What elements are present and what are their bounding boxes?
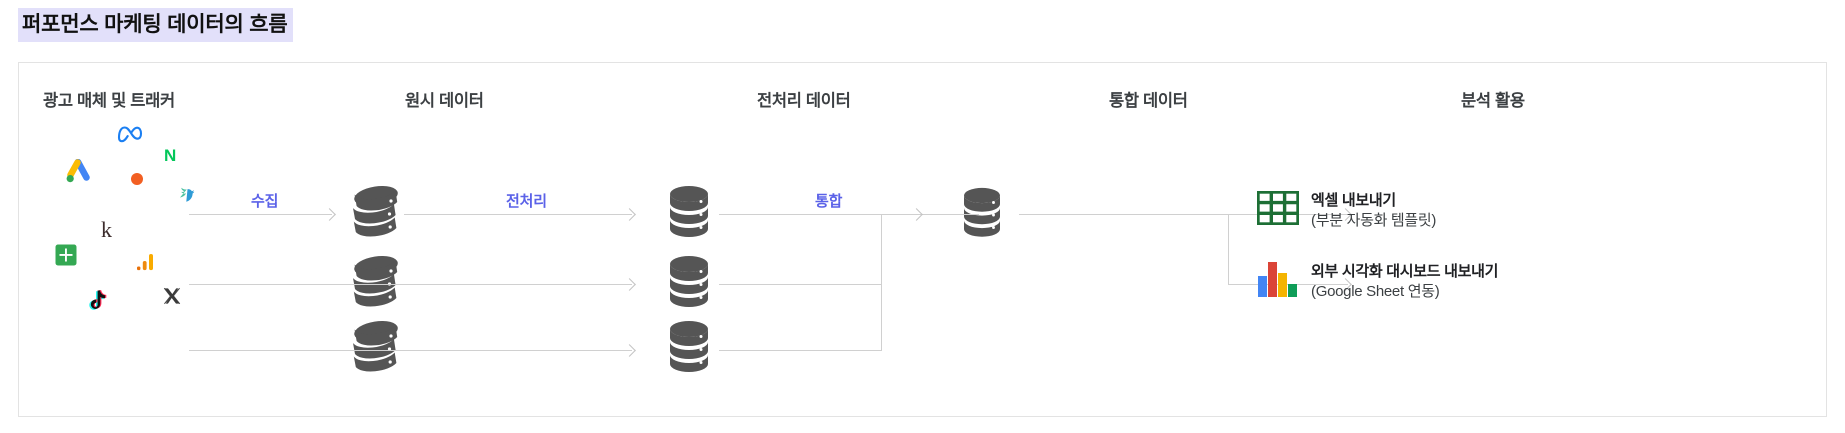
connector-processed1-merge [719, 214, 979, 215]
edge-label-merge: 통합 [815, 193, 843, 210]
tiktok-logo [87, 289, 109, 318]
arrowhead-raw1-to-processed1 [623, 208, 636, 221]
column-header-raw: 원시 데이터 [405, 92, 484, 110]
output-item-dashboard[interactable]: 외부 시각화 대시보드 내보내기 (Google Sheet 연동) [1257, 261, 1498, 302]
edge-label-collect: 수집 [251, 193, 279, 210]
connector-processed2-merge [719, 284, 882, 285]
page-title: 퍼포먼스 마케팅 데이터의 흐름 [18, 8, 294, 42]
column-header-unified: 통합 데이터 [1109, 92, 1188, 110]
database-icon-unified [957, 185, 1007, 246]
connector-raw1-to-processed1 [404, 214, 632, 215]
twitter-bird-logo [178, 187, 196, 210]
database-icon-raw-2 [347, 253, 405, 316]
arrowhead-raw2-to-processed2 [623, 278, 636, 291]
output-dashboard-text: 외부 시각화 대시보드 내보내기 (Google Sheet 연동) [1311, 262, 1498, 302]
column-header-analysis: 분석 활용 [1461, 92, 1525, 110]
bar-chart-icon [1257, 261, 1299, 302]
connector-raw2-to-processed2 [189, 284, 632, 285]
diagram-card: 광고 매체 및 트래커 원시 데이터 전처리 데이터 통합 데이터 분석 활용 … [18, 62, 1827, 417]
connector-unified-out [1019, 214, 1229, 215]
arrowhead-merge-to-unified [910, 208, 923, 221]
column-header-processed: 전처리 데이터 [757, 92, 851, 110]
arrowhead-raw3-to-processed3 [623, 344, 636, 357]
kakao-logo: k [101, 217, 112, 242]
orange-dot-logo [131, 173, 143, 185]
ad-platform-logo-cluster: N k [23, 111, 223, 341]
database-icon-processed-3 [663, 318, 715, 381]
arrowhead-sources-to-raw [323, 208, 336, 221]
output-dashboard-subtitle: (Google Sheet 연동) [1311, 282, 1440, 300]
database-icon-processed-1 [663, 183, 715, 246]
google-ads-logo [65, 158, 95, 190]
google-analytics-logo [136, 253, 156, 276]
output-excel-text: 엑셀 내보내기 (부분 자동화 템플릿) [1311, 191, 1436, 231]
naver-logo: N [164, 146, 177, 165]
meta-logo [116, 123, 146, 148]
connector-raw3-to-processed3 [189, 350, 632, 351]
google-sheets-logo [55, 244, 77, 271]
database-icon-processed-2 [663, 253, 715, 316]
output-dashboard-title: 외부 시각화 대시보드 내보내기 [1311, 262, 1499, 280]
x-logo [163, 287, 181, 310]
output-bus-vertical [1228, 214, 1229, 284]
excel-grid-icon [1256, 190, 1300, 230]
column-header-sources: 광고 매체 및 트래커 [43, 92, 175, 110]
output-excel-subtitle: (부분 자동화 템플릿) [1311, 211, 1437, 229]
output-excel-title: 엑셀 내보내기 [1311, 192, 1396, 209]
edge-label-preprocess: 전처리 [506, 193, 547, 210]
database-icon-raw-3 [347, 318, 405, 381]
output-item-excel[interactable]: 엑셀 내보내기 (부분 자동화 템플릿) [1256, 190, 1436, 231]
merge-bus-vertical [881, 214, 882, 351]
connector-sources-to-raw [189, 214, 332, 215]
database-icon-raw-1 [347, 183, 405, 246]
page-title-wrapper: 퍼포먼스 마케팅 데이터의 흐름 [18, 8, 294, 42]
connector-processed3-merge [719, 350, 882, 351]
